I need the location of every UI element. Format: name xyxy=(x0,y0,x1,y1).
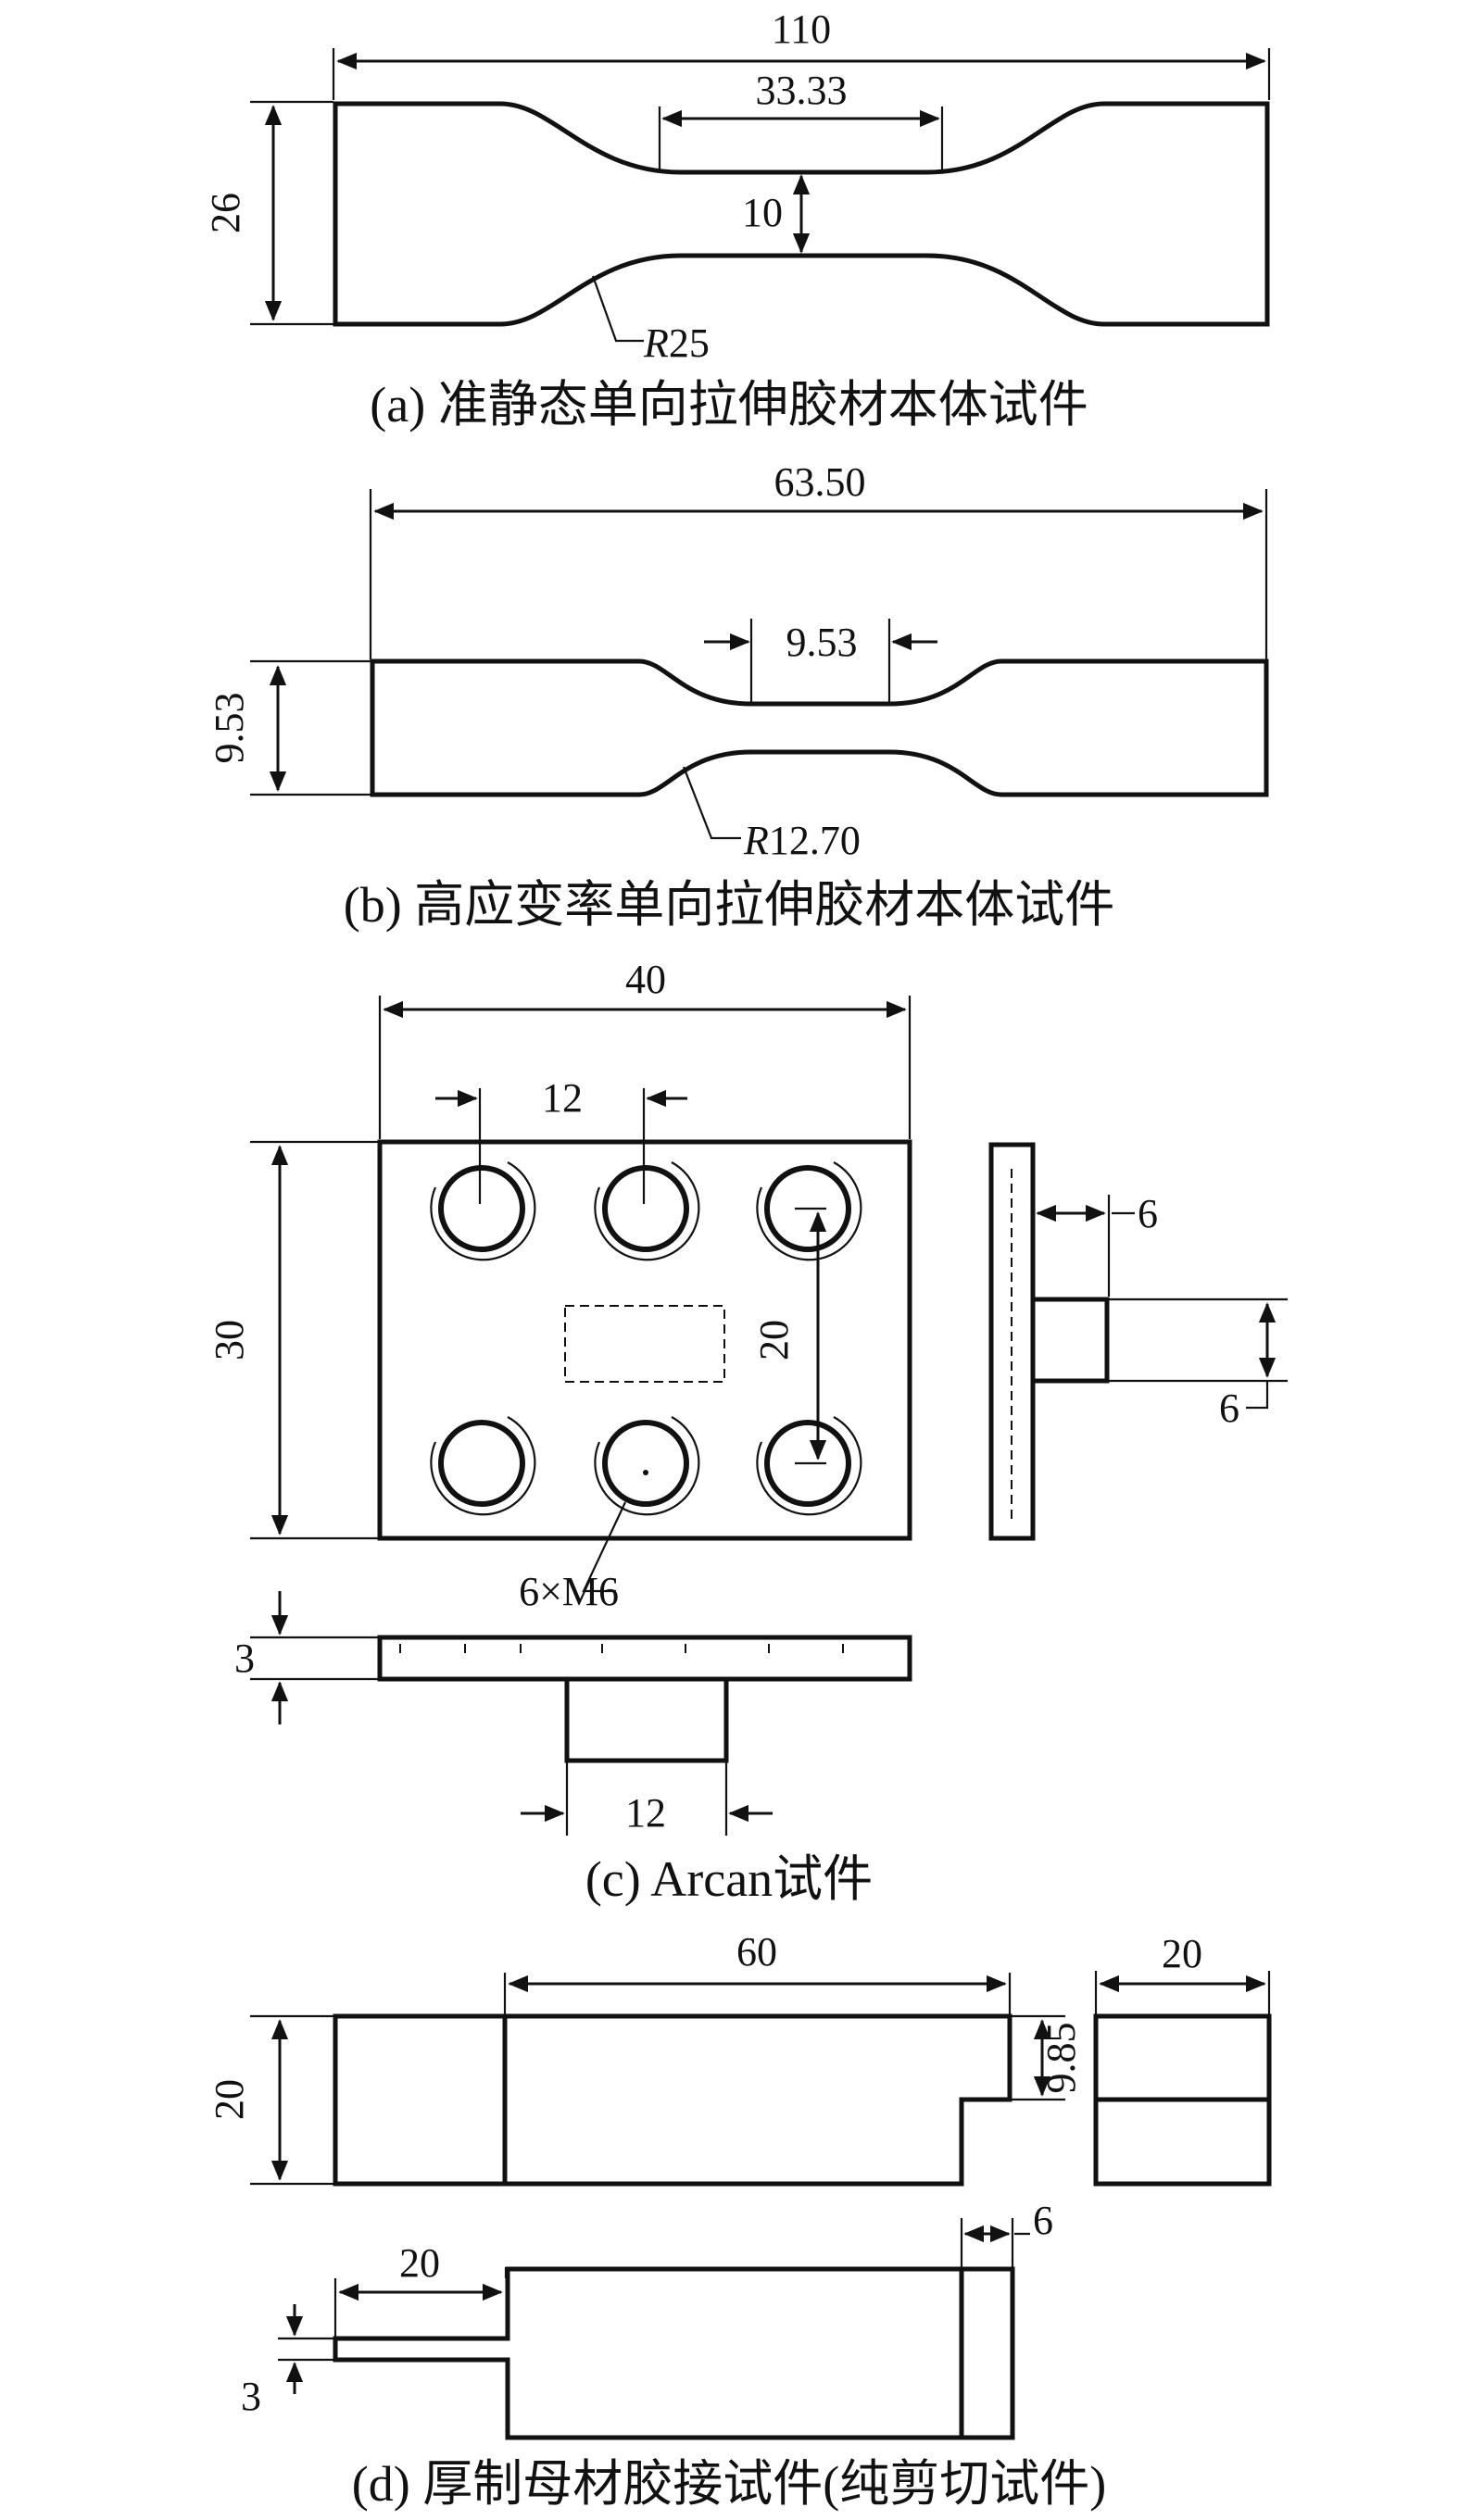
dogbone-outline xyxy=(370,658,1269,797)
dim-length: 110 xyxy=(772,6,831,52)
hole xyxy=(438,1420,525,1507)
dogbone-outline xyxy=(333,101,1270,327)
hole xyxy=(438,1165,525,1252)
leader xyxy=(1246,1381,1269,1410)
dim-hole-spacing-v: 20 xyxy=(751,1320,797,1360)
radius-letter: R xyxy=(643,320,669,366)
hole xyxy=(602,1420,689,1507)
hole xyxy=(764,1420,851,1507)
dim-radius: R25 xyxy=(643,320,710,366)
dim-tab: 6 xyxy=(1033,2198,1053,2243)
dim-length: 60 xyxy=(736,1929,777,1975)
radius-value: 12.70 xyxy=(769,818,861,863)
dim-side-offset: 6 xyxy=(1138,1191,1158,1236)
dim-gauge-length: 9.53 xyxy=(786,620,858,665)
part-b: 63.50 9.53 9.53 R12.70 (b) 高应变率单向拉伸胶材本体试… xyxy=(207,459,1269,933)
caption-c: (c) Arcan试件 xyxy=(585,1851,873,1907)
dim-length: 63.50 xyxy=(774,459,866,505)
thread-arc xyxy=(594,1161,700,1261)
dim-side-boss: 6 xyxy=(1219,1385,1239,1431)
thread-arc xyxy=(594,1416,700,1516)
dim-height: 26 xyxy=(203,193,248,233)
dim-width: 40 xyxy=(625,957,666,1002)
dim-radius: R12.70 xyxy=(743,818,861,863)
caption-b: (b) 高应变率单向拉伸胶材本体试件 xyxy=(344,877,1114,933)
side-boss xyxy=(1030,1297,1110,1384)
radius-value: 25 xyxy=(669,320,710,366)
radius-letter: R xyxy=(743,818,769,863)
dim-holes: 6×M6 xyxy=(519,1569,619,1614)
part-a: 110 33.33 26 10 R25 (a) 准静态单向拉伸胶材本体试件 xyxy=(203,6,1271,433)
dim-thickness: 3 xyxy=(241,2374,261,2419)
caption-a: (a) 准静态单向拉伸胶材本体试件 xyxy=(370,377,1088,433)
dim-overlap: 20 xyxy=(399,2240,440,2286)
radius-leader xyxy=(682,766,741,840)
shear-block-outline xyxy=(333,2013,1012,2187)
hole xyxy=(602,1165,689,1252)
dim-height: 20 xyxy=(207,2079,252,2120)
radius-leader xyxy=(591,275,644,343)
dim-plate-thickness: 3 xyxy=(234,1636,255,1681)
dim-height: 30 xyxy=(207,1320,252,1360)
dim-hole-spacing-h: 12 xyxy=(542,1075,583,1121)
dim-boss-width: 12 xyxy=(625,1790,666,1836)
hidden-boss-outline xyxy=(564,1305,725,1383)
part-d: 60 20 9.85 20 20 3 6 (d) 厚制母材胶接试件(纯剪切试件) xyxy=(207,1929,1272,2512)
thread-arc xyxy=(430,1416,536,1516)
thread-arc xyxy=(756,1161,862,1261)
part-c: 40 12 30 20 6×M6 6 6 3 12 (c) Arcan试件 xyxy=(207,957,1288,1907)
bottom-hidden-ticks xyxy=(399,1644,844,1658)
dim-step: 9.85 xyxy=(1038,2023,1084,2094)
thread-arc xyxy=(756,1416,862,1516)
dim-gauge-length: 33.33 xyxy=(756,68,848,113)
bottom-boss xyxy=(564,1676,729,1763)
thread-arc xyxy=(430,1161,536,1261)
bottom-plate xyxy=(377,1635,912,1682)
holes-leader xyxy=(582,1501,626,1593)
caption-d: (d) 厚制母材胶接试件(纯剪切试件) xyxy=(352,2456,1106,2512)
dim-end-width: 20 xyxy=(1162,1931,1202,1976)
center-dot xyxy=(643,1470,648,1475)
hole xyxy=(764,1165,851,1252)
dim-height: 9.53 xyxy=(207,693,252,764)
dim-gauge-width: 10 xyxy=(742,190,783,235)
top-view-outline xyxy=(333,2266,1015,2440)
